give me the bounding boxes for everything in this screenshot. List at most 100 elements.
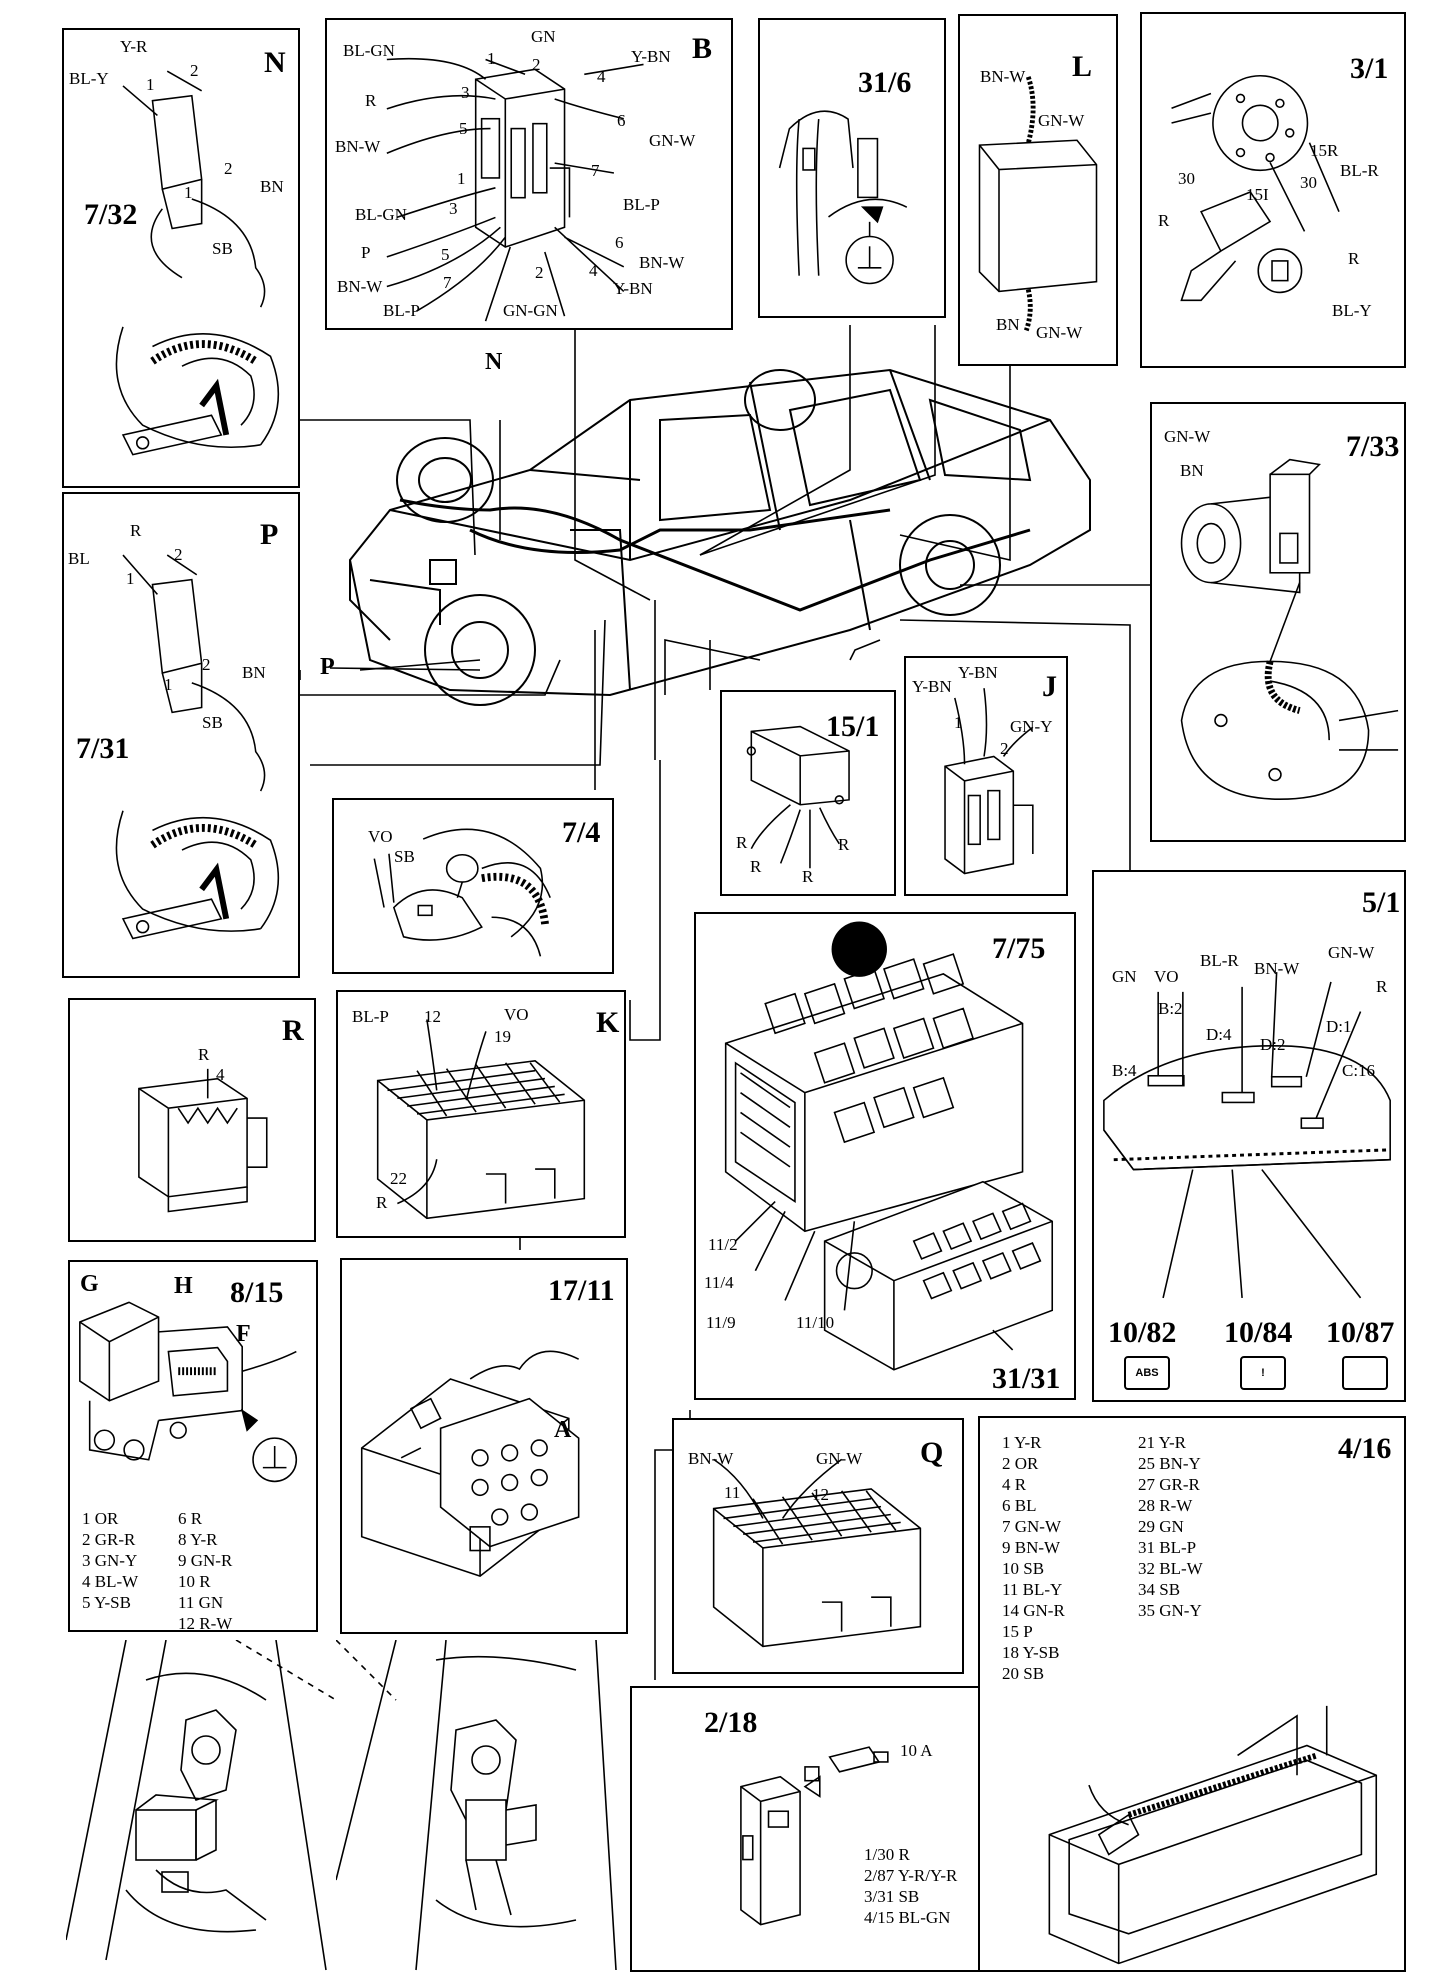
wire-label: BL-Y	[1332, 301, 1372, 320]
pin-number: 12	[812, 1485, 829, 1504]
wire-label: 15R	[1310, 141, 1339, 160]
panel-b-connector: B BL-GN GN 1 2 Y-BN 4 R 3 GN-W 6 BN-W 5 …	[325, 18, 733, 330]
wire-label: SB	[202, 713, 223, 732]
wire-label: BN	[996, 315, 1020, 334]
abs-sensor-rear-illustration	[1180, 458, 1399, 800]
wire-label: Y-R	[120, 37, 148, 56]
list-item: 18 Y-SB	[1002, 1643, 1060, 1662]
pin-number: 22	[390, 1169, 407, 1188]
pin-number: 2	[202, 655, 211, 674]
panel-title: 7/33	[1346, 430, 1400, 463]
wire-label: Y-BN	[958, 663, 998, 682]
panel-2-18-relay: 2/18 10 A 1/30 R 2/87 Y-R/Y-R 3/31 SB 4/…	[630, 1686, 980, 1972]
list-item: 14 GN-R	[1002, 1601, 1065, 1620]
relay-l-illustration	[978, 76, 1098, 332]
panel-r-connector: R R 4	[68, 998, 316, 1242]
connector-b-illustration	[386, 57, 644, 322]
panel-title: R	[282, 1014, 304, 1047]
sub-label-g: G	[80, 1271, 99, 1297]
control-module-illustration	[1048, 1705, 1378, 1965]
wire-label: BN-W	[335, 137, 381, 156]
pin-number: 30	[1300, 173, 1317, 192]
engine-bay-left-view	[66, 1640, 336, 1971]
sub-label-f: F	[236, 1321, 251, 1347]
panel-7-4-brake-fluid: 7/4 VO SB	[332, 798, 614, 974]
list-item: 11 BL-Y	[1002, 1580, 1063, 1599]
pin-number: 6	[617, 111, 626, 130]
connector-q-illustration	[712, 1458, 922, 1648]
panel-title: P	[260, 518, 279, 551]
wire-label: BL	[68, 549, 90, 568]
panel-3-1-ignition-switch: 3/1 15R BL-R 30 30 15I R R BL-Y	[1140, 12, 1406, 368]
wire-label: VO	[368, 827, 393, 846]
reference-label: 10/82	[1108, 1316, 1177, 1349]
panel-title: 8/15	[230, 1276, 284, 1309]
wire-label: R	[1158, 211, 1170, 230]
reference-label: 10/87	[1326, 1316, 1395, 1349]
pin-number: 7	[443, 273, 452, 292]
wire-label: BL-GN	[343, 41, 395, 60]
list-item: 4 BL-W	[82, 1572, 139, 1591]
list-item: 29 GN	[1138, 1517, 1184, 1536]
pin-number: 2	[1000, 739, 1009, 758]
panel-q-connector: Q BN-W GN-W 11 12	[672, 1418, 964, 1674]
pin-number: 11	[724, 1483, 741, 1502]
panel-15-1-control-unit: 15/1 R R R R	[720, 690, 896, 896]
panel-title: 17/11	[548, 1274, 615, 1307]
wire-label: R	[198, 1045, 210, 1064]
list-item: 10 R	[178, 1572, 211, 1591]
wire-list-a: 1 OR 2 GR-R 3 GN-Y 4 BL-W 5 Y-SB	[82, 1508, 138, 1613]
reference-label: 11/10	[796, 1313, 835, 1332]
panel-title: B	[692, 32, 713, 65]
car-illustration	[348, 368, 1091, 706]
list-item: 9 GN-R	[178, 1551, 233, 1570]
pin-number: 30	[1178, 169, 1195, 188]
pin-number: 6	[615, 233, 624, 252]
ground-point-illustration	[778, 110, 908, 285]
connector-k-illustration	[376, 1019, 586, 1220]
wire-label: R	[130, 521, 142, 540]
abs-warning-icon: ABS	[1124, 1356, 1170, 1390]
abs-sensor-front-left-illustration	[115, 70, 280, 456]
list-item: 3 GN-Y	[82, 1551, 138, 1570]
wire-label: BL-P	[383, 301, 420, 320]
panel-title: 3/1	[1350, 52, 1389, 85]
panel-8-15-hydraulic-modulator: 8/15 G H F 1 OR 2 GR-R 3 GN-Y 4 BL-W 5 Y…	[68, 1260, 318, 1632]
panel-title: 2/18	[704, 1706, 758, 1739]
list-item: 4 R	[1002, 1475, 1027, 1494]
pin-number: 5	[459, 119, 468, 138]
list-item: 32 BL-W	[1138, 1559, 1203, 1578]
pin-number: 4	[589, 261, 598, 280]
list-item: 3/31 SB	[864, 1887, 920, 1906]
panel-j-connector: J Y-BN Y-BN 1 GN-Y 2	[904, 656, 1068, 896]
reference-label: 31/31	[992, 1362, 1061, 1395]
list-item: 6 R	[178, 1509, 203, 1528]
pin-number: 2	[532, 55, 541, 74]
pin-number: 2	[190, 61, 199, 80]
pin-number: 1	[487, 49, 496, 68]
battery-icon	[1342, 1356, 1388, 1390]
list-item: 15 P	[1002, 1622, 1033, 1641]
pin-number: 4	[597, 67, 606, 86]
list-item: 1 Y-R	[1002, 1433, 1042, 1452]
connector-r-illustration	[138, 1068, 268, 1213]
panel-title: 15/1	[826, 710, 880, 743]
list-item: 28 R-W	[1138, 1496, 1193, 1515]
panel-n-7-32: N 7/32 Y-R BL-Y 2 1 2 1 BN SB	[62, 28, 300, 488]
reference-label: 11/4	[704, 1273, 734, 1292]
wire-label: VO	[504, 1005, 529, 1024]
wire-list-b: 21 Y-R 25 BN-Y 27 GR-R 28 R-W 29 GN 31 B…	[1138, 1432, 1203, 1621]
panel-title: N	[264, 46, 286, 79]
pin-label: B:2	[1158, 999, 1183, 1018]
panel-p-7-31: P 7/31 R BL 2 1 2 1 BN SB	[62, 492, 300, 978]
wire-label: GN-GN	[503, 301, 558, 320]
panel-4-16-control-module: 4/16 1 Y-R 2 OR 4 R 6 BL 7 GN-W 9 BN-W 1…	[978, 1416, 1406, 1972]
panel-title: 5/1	[1362, 886, 1401, 919]
wire-label: R	[838, 835, 850, 854]
list-item: 35 GN-Y	[1138, 1601, 1202, 1620]
panel-title: K	[596, 1006, 620, 1039]
list-item: 1 OR	[82, 1509, 119, 1528]
list-item: 12 R-W	[178, 1614, 233, 1632]
wire-label: GN	[531, 27, 556, 46]
